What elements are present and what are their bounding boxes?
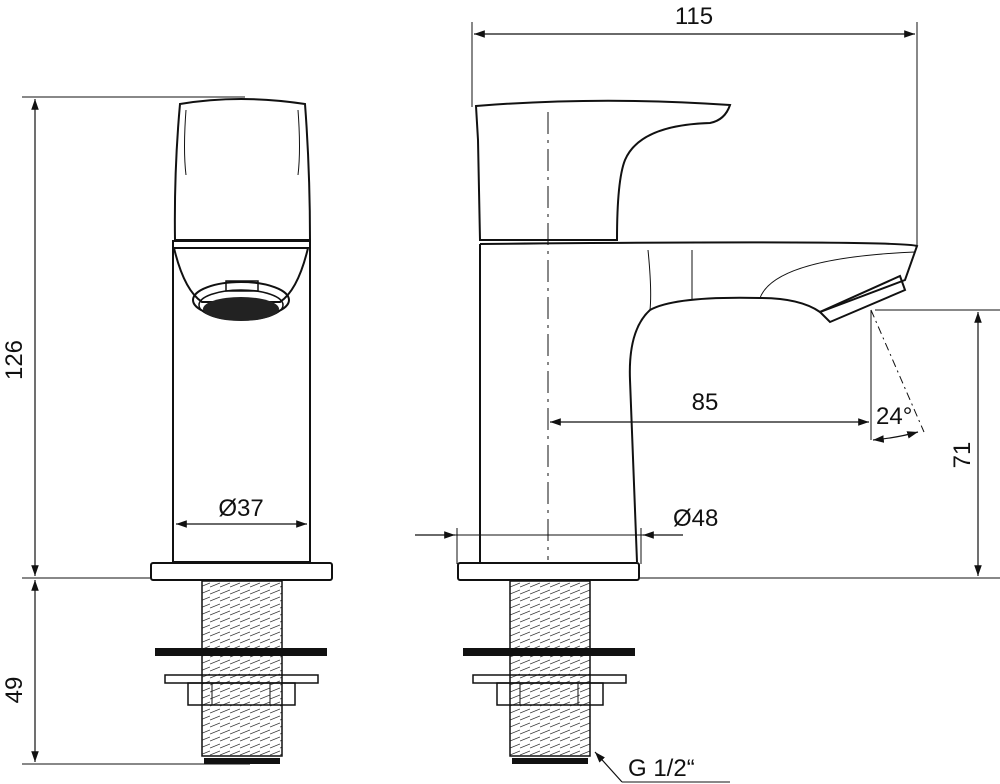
threaded-shank-side	[509, 580, 591, 757]
dimension-label-49: 49	[1, 677, 28, 704]
side-view: 115 24° 85 71 Ø48	[415, 3, 1000, 783]
dimension-total-length: 115	[471, 3, 918, 245]
handle-side	[474, 99, 732, 241]
aerator-side	[818, 274, 907, 324]
aerator-front	[172, 247, 310, 321]
nut-front	[187, 682, 296, 706]
dimension-label-115: 115	[675, 3, 713, 30]
rubber-washer-side	[463, 648, 635, 656]
dimension-label-85: 85	[692, 389, 719, 416]
thread-size-label: G 1/2“	[628, 755, 695, 782]
dimension-label-71: 71	[949, 442, 976, 469]
front-view: 126 49 Ø37	[1, 96, 333, 765]
dimension-label-d48: Ø48	[673, 505, 718, 532]
nut-side	[496, 682, 604, 706]
dimension-total-height: 126	[1, 96, 245, 579]
base-plate-side	[457, 562, 640, 581]
thread-callout: G 1/2“	[594, 751, 730, 783]
threaded-shank-front	[201, 580, 283, 757]
rubber-washer-front	[155, 648, 327, 656]
dimension-label-24-degrees: 24°	[876, 403, 912, 430]
body-and-spout-side	[479, 241, 919, 563]
base-plate-front	[150, 562, 333, 581]
handle-front	[173, 98, 312, 241]
dimension-label-d37: Ø37	[218, 495, 263, 522]
dimension-spout-height: 71	[640, 309, 1000, 579]
dimension-label-126: 126	[1, 340, 28, 380]
